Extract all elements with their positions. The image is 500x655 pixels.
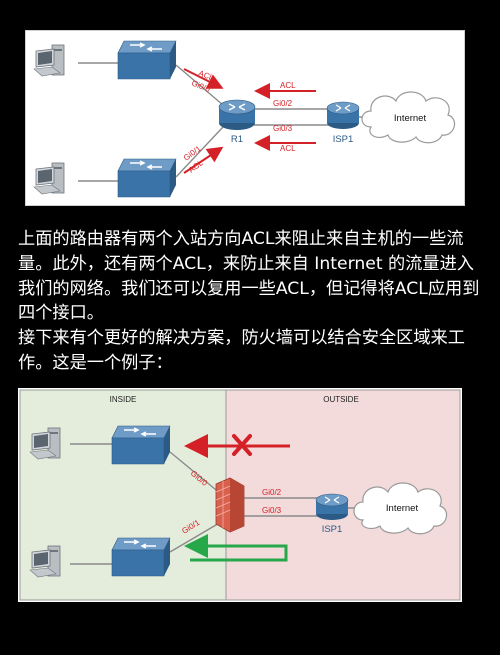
link-switch1-firewall	[169, 451, 222, 495]
internet-cloud-icon	[361, 91, 456, 144]
isp-label: ISP1	[322, 524, 343, 535]
link-switch2-r1	[175, 126, 224, 178]
outside-zone-label: OUTSIDE	[323, 395, 359, 404]
article-text: 上面的路由器有两个入站方向ACL来阻止来自主机的一些流量。此外，还有两个ACL，…	[18, 227, 490, 376]
isp-router-icon	[326, 101, 360, 129]
top-diagram-svg: R1 ISP1 Internet	[33, 40, 456, 198]
interface-label-gi03: Gi0/3	[273, 124, 293, 133]
pc-icon	[29, 427, 61, 460]
acl-arrows	[183, 68, 316, 174]
isp-label: ISP1	[333, 134, 354, 145]
interface-label-gi02: Gi0/2	[273, 99, 293, 108]
interface-label-gi02: Gi0/2	[262, 488, 282, 497]
acl-arrow-gi01	[183, 146, 224, 174]
paragraph-acl-description: 上面的路由器有两个入站方向ACL来阻止来自主机的一些流量。此外，还有两个ACL，…	[18, 229, 480, 324]
isp-router-icon	[315, 493, 349, 520]
internet-label: Internet	[394, 113, 427, 124]
pc-icon	[33, 44, 65, 77]
link-switch1-r1	[175, 64, 224, 106]
bottom-diagram-svg: INSIDE OUTSIDE	[19, 389, 461, 601]
allowed-return-traffic-arrow	[184, 534, 288, 562]
router-label: R1	[231, 134, 243, 145]
paragraph-firewall-intro: 接下来有个更好的解决方案，防火墙可以结合安全区域来工作。这是一个例子：	[18, 328, 465, 373]
pc-icon	[29, 545, 61, 578]
pc-icon	[33, 162, 65, 195]
interface-label-gi03: Gi0/3	[262, 506, 282, 515]
router-icon	[218, 99, 256, 130]
switch-icon	[111, 537, 171, 577]
acl-label: ACL	[280, 81, 296, 90]
top-links	[78, 62, 371, 182]
inside-zone-label: INSIDE	[110, 395, 137, 404]
internet-cloud-icon	[353, 482, 448, 535]
switch-icon	[111, 425, 171, 465]
top-network-diagram: R1 ISP1 Internet	[25, 30, 465, 206]
switch-icon	[117, 40, 177, 80]
blocked-x-icon	[232, 434, 252, 456]
acl-arrow-gi00	[183, 68, 224, 89]
acl-label: ACL	[280, 144, 296, 153]
bottom-network-diagram: INSIDE OUTSIDE	[18, 388, 462, 602]
switch-icon	[117, 158, 177, 198]
firewall-icon	[215, 477, 245, 533]
internet-label: Internet	[386, 503, 419, 514]
